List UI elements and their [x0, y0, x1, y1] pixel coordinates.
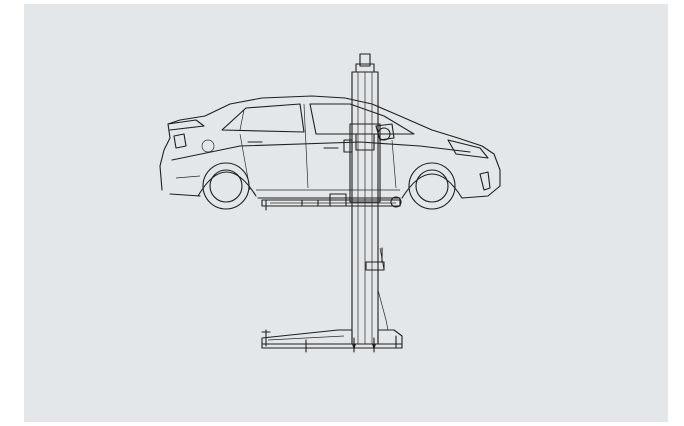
drawing-panel — [24, 4, 668, 422]
rear-wheel — [202, 162, 250, 210]
base-legs — [261, 329, 403, 353]
lift-column — [343, 53, 391, 345]
upper-lift-arms — [261, 193, 402, 211]
front-wheel — [408, 162, 456, 210]
car-outline — [159, 95, 501, 199]
